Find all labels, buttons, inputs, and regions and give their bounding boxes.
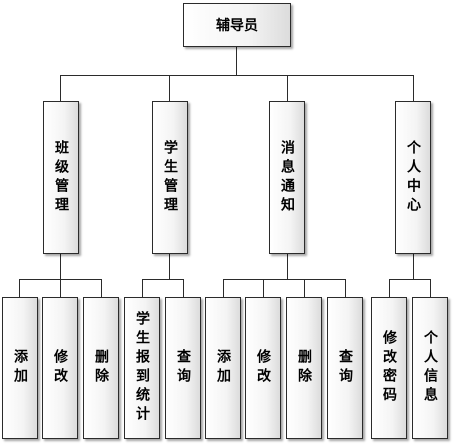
leaf-node: 添加 xyxy=(2,297,38,439)
leaf-label: 修改 xyxy=(52,349,68,387)
leaf-node: 删除 xyxy=(83,297,119,439)
leaf-label: 个人信息 xyxy=(422,330,438,406)
leaf-label: 修改 xyxy=(255,349,271,387)
leaf-label: 删除 xyxy=(93,349,109,387)
leaf-label: 删除 xyxy=(296,349,312,387)
leaf-node: 修改密码 xyxy=(371,297,407,439)
leaf-node: 添加 xyxy=(205,297,241,439)
leaf-node: 个人信息 xyxy=(412,297,448,439)
leaf-label: 学生报到统计 xyxy=(134,311,150,425)
module-student-management: 学生管理 xyxy=(152,101,188,254)
leaf-label: 添加 xyxy=(12,349,28,387)
leaf-label: 查询 xyxy=(175,349,191,387)
leaf-label: 修改密码 xyxy=(381,330,397,406)
module-label: 消息通知 xyxy=(279,139,295,216)
leaf-node: 学生报到统计 xyxy=(124,297,160,439)
root-node: 辅导员 xyxy=(183,3,291,47)
leaf-node: 查询 xyxy=(165,297,201,439)
leaf-node: 查询 xyxy=(327,297,363,439)
leaf-node: 删除 xyxy=(286,297,322,439)
module-message-notification: 消息通知 xyxy=(269,101,305,254)
module-label: 个人中心 xyxy=(405,139,421,216)
module-personal-center: 个人中心 xyxy=(395,101,431,254)
leaf-node: 修改 xyxy=(245,297,281,439)
module-class-management: 班级管理 xyxy=(43,101,79,254)
leaf-label: 添加 xyxy=(215,349,231,387)
root-label: 辅导员 xyxy=(216,18,258,34)
leaf-label: 查询 xyxy=(337,349,353,387)
module-label: 班级管理 xyxy=(53,139,69,216)
module-label: 学生管理 xyxy=(162,139,178,216)
leaf-node: 修改 xyxy=(42,297,78,439)
